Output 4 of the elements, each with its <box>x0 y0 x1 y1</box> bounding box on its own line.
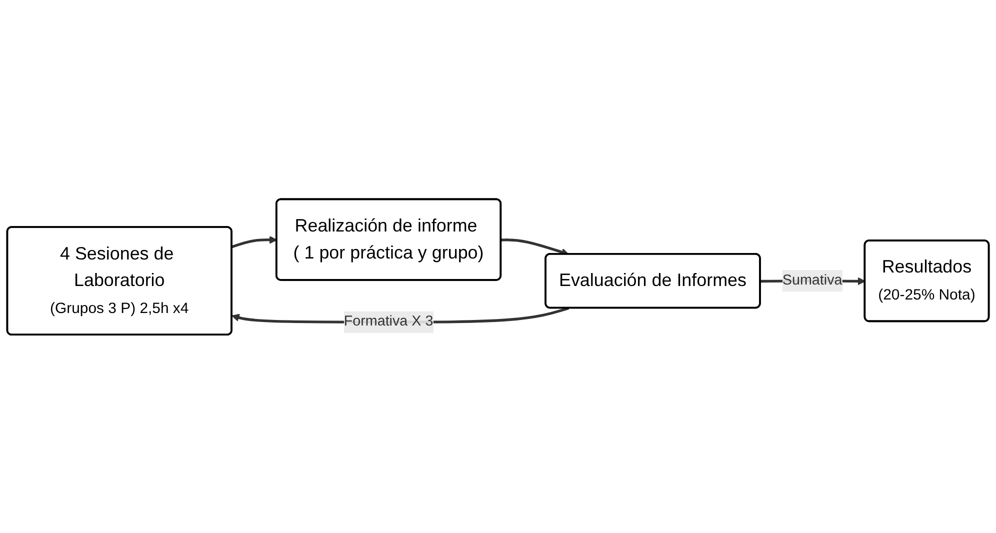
arrow <box>232 236 278 248</box>
arrow <box>501 238 569 256</box>
edge-label: Formativa X 3 <box>344 314 434 329</box>
edge-label: Sumativa <box>782 272 842 288</box>
